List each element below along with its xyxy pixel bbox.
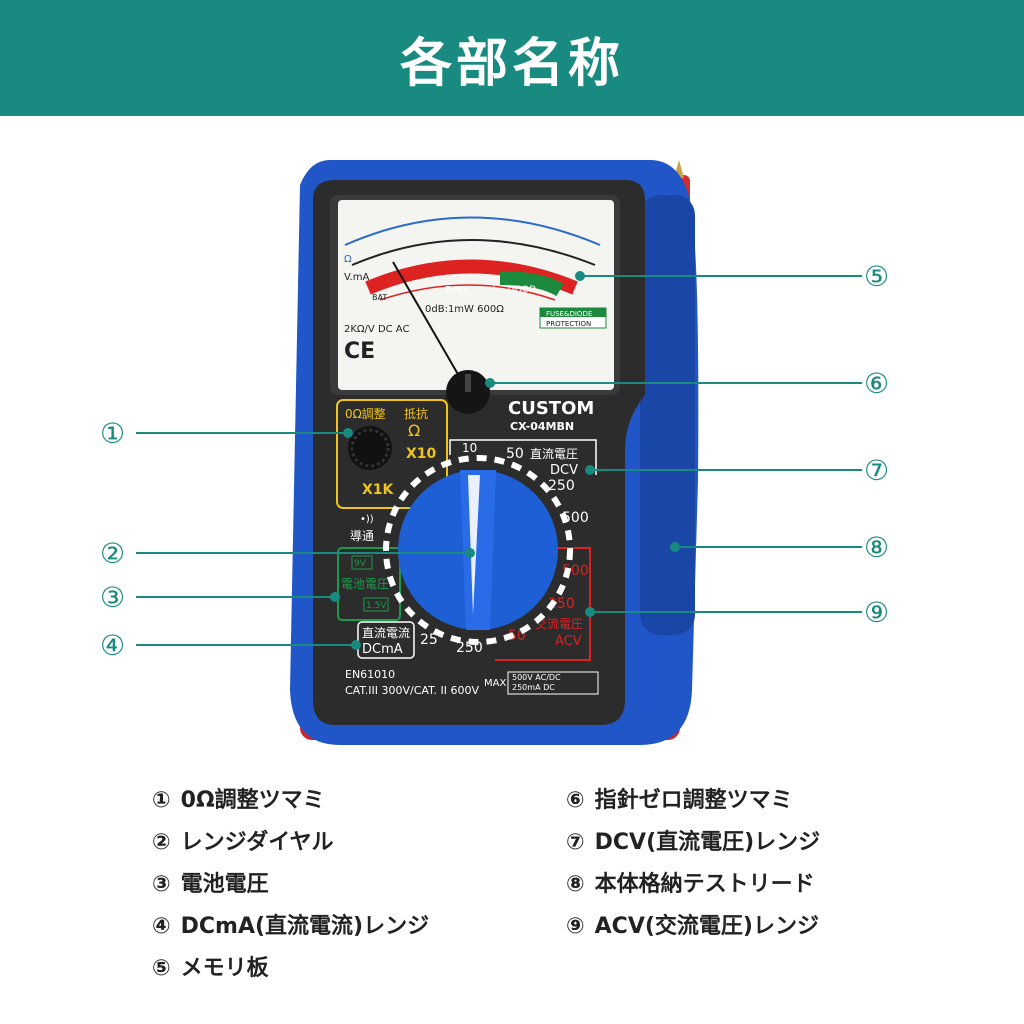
svg-text:FUSE&DIODE: FUSE&DIODE: [546, 310, 592, 318]
svg-text:V.mA: V.mA: [344, 272, 369, 283]
callout-6: ⑥: [864, 367, 889, 400]
svg-text:PROTECTION: PROTECTION: [546, 320, 591, 328]
svg-text:GOOD: GOOD: [508, 285, 536, 295]
svg-text:•)): •)): [360, 514, 374, 525]
svg-text:?: ?: [491, 283, 496, 293]
svg-text:直流電圧: 直流電圧: [530, 447, 578, 461]
svg-text:ACV: ACV: [555, 634, 582, 649]
holster-side: [640, 195, 695, 635]
svg-text:50: 50: [506, 446, 524, 462]
svg-text:X1K: X1K: [362, 482, 395, 498]
svg-text:DCV: DCV: [550, 463, 578, 478]
callout-3: ③: [100, 581, 125, 614]
svg-text:DCmA: DCmA: [362, 642, 403, 657]
svg-text:500V AC/DC: 500V AC/DC: [512, 673, 561, 682]
svg-text:抵抗: 抵抗: [404, 406, 428, 421]
svg-text:MAX: MAX: [484, 678, 506, 689]
svg-text:CX-04MBN: CX-04MBN: [510, 420, 574, 433]
svg-text:交流電圧: 交流電圧: [535, 616, 583, 631]
svg-text:BAT: BAT: [372, 293, 387, 302]
svg-text:CAT.III 300V/CAT. II 600V: CAT.III 300V/CAT. II 600V: [345, 684, 479, 697]
svg-text:2KΩ/V DC AC: 2KΩ/V DC AC: [344, 324, 409, 335]
svg-text:0Ω調整: 0Ω調整: [345, 406, 386, 421]
callout-4: ④: [100, 629, 125, 662]
page-title: 各部名称: [399, 33, 624, 94]
svg-text:直流電流: 直流電流: [362, 626, 410, 640]
callout-1: ①: [100, 417, 125, 450]
svg-text:BAD: BAD: [445, 285, 467, 296]
svg-text:EN61010: EN61010: [345, 668, 395, 681]
zero-ohm-knob[interactable]: [348, 426, 392, 470]
header-bar: 各部名称: [0, 0, 1024, 116]
svg-text:9V: 9V: [354, 559, 367, 569]
callout-2: ②: [100, 537, 125, 570]
svg-text:X10: X10: [406, 446, 437, 462]
callout-8: ⑧: [864, 531, 889, 564]
svg-text:0dB:1mW 600Ω: 0dB:1mW 600Ω: [425, 304, 504, 315]
svg-text:250: 250: [548, 478, 575, 494]
callout-5: ⑤: [864, 260, 889, 293]
svg-text:Ω: Ω: [408, 421, 420, 440]
svg-text:CE: CE: [344, 339, 375, 364]
svg-text:10: 10: [462, 441, 477, 455]
callout-9: ⑨: [864, 596, 889, 629]
svg-text:1.5V: 1.5V: [366, 601, 387, 611]
svg-text:25: 25: [420, 632, 438, 648]
callout-7: ⑦: [864, 454, 889, 487]
svg-text:CUSTOM: CUSTOM: [508, 398, 594, 419]
svg-text:電池電圧: 電池電圧: [341, 577, 389, 591]
svg-text:250: 250: [548, 596, 575, 612]
svg-text:250mA DC: 250mA DC: [512, 683, 555, 692]
svg-text:導通: 導通: [350, 529, 374, 543]
svg-text:Ω: Ω: [344, 254, 352, 265]
